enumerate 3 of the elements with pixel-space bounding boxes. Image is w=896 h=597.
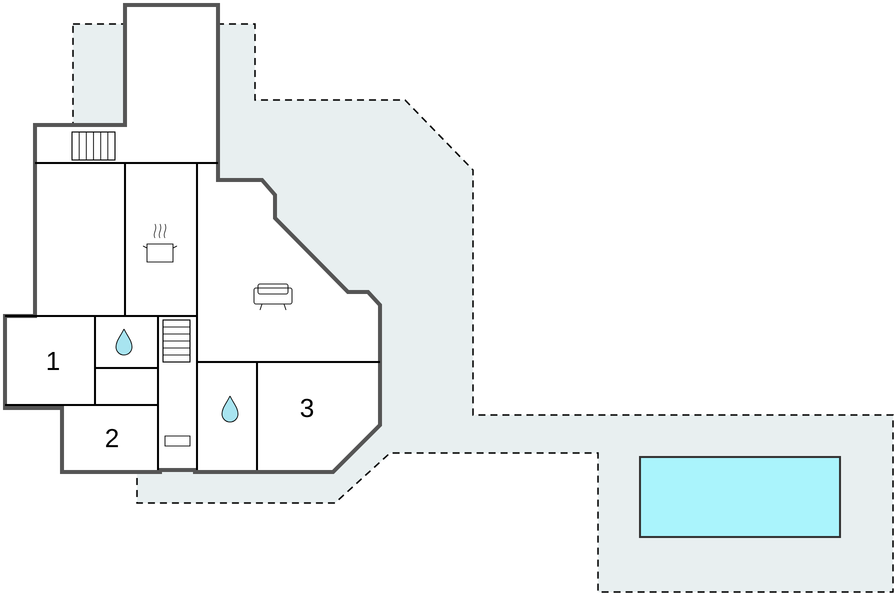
room-number: 3: [300, 398, 314, 418]
room-number: 1: [48, 352, 59, 370]
room-number: 2: [106, 428, 118, 448]
